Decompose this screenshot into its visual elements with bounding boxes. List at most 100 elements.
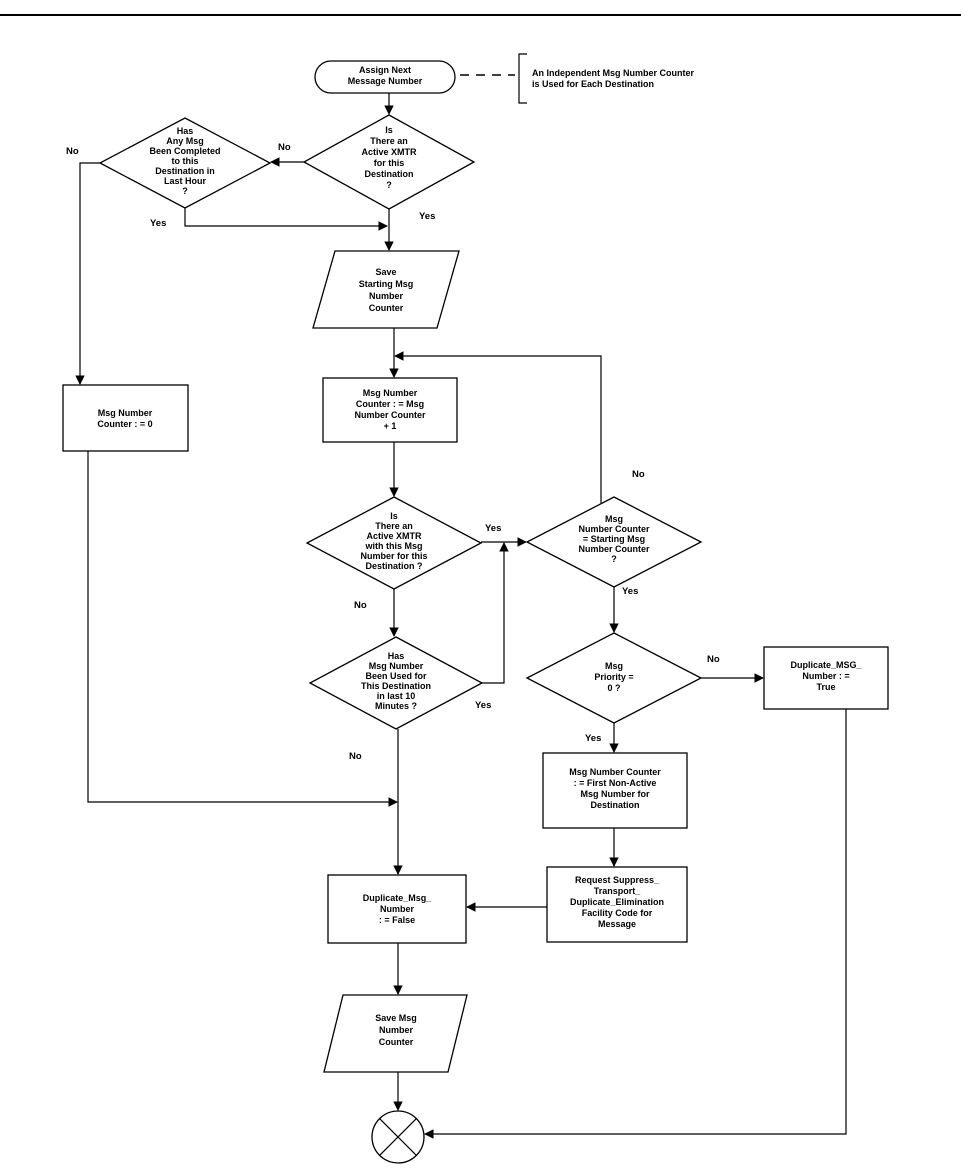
node-text-line: Msg Number: [98, 408, 153, 418]
node-text-line: There an: [375, 521, 413, 531]
node-text-line: Active XMTR: [361, 147, 417, 157]
node-text-line: for this: [374, 158, 405, 168]
label-no-loop-back: No: [632, 469, 645, 480]
page-top-rule: [0, 14, 961, 16]
node-text-line: + 1: [384, 421, 397, 431]
node-text-line: ?: [611, 554, 617, 564]
label-no-priority: No: [707, 654, 720, 665]
node-text-line: Been Completed: [149, 146, 220, 156]
node-text-line: to this: [172, 156, 199, 166]
node-text-line: Msg: [605, 514, 623, 524]
node-text-line: Been Used for: [365, 671, 427, 681]
node-text-line: Starting Msg: [359, 279, 414, 289]
start-terminator: [314, 60, 456, 94]
node-text-line: Destination in: [155, 166, 215, 176]
node-text-line: There an: [370, 136, 408, 146]
label-yes-used-recently: Yes: [475, 700, 491, 711]
node-text-line: Number Counter: [578, 524, 650, 534]
label-yes-equals-start: Yes: [622, 586, 638, 597]
node-text-line: Transport_: [594, 886, 642, 896]
node-text-line: Duplicate_MSG_: [790, 660, 862, 670]
node-text-line: This Destination: [361, 681, 431, 691]
node-text-line: Assign Next: [359, 65, 411, 75]
node-text-line: Number: [380, 904, 415, 914]
note-bracket: [518, 53, 527, 104]
node-text-line: Number for this: [360, 551, 427, 561]
node-text-line: Request Suppress_: [575, 875, 660, 885]
node-text-line: Facility Code for: [582, 908, 653, 918]
node-text-line: Counter: [379, 1037, 414, 1047]
node-text-line: Priority =: [594, 672, 633, 682]
node-text-line: Msg Number: [369, 661, 424, 671]
node-text-line: True: [816, 682, 835, 692]
node-text-line: : = False: [379, 915, 415, 925]
counter-increment-box: [322, 377, 458, 443]
flow-completed-yes: [184, 208, 388, 231]
label-no-completed: No: [66, 146, 79, 157]
node-text-line: Any Msg: [166, 136, 204, 146]
node-text-line: Msg Number: [363, 388, 418, 398]
flow-used-yes: [482, 542, 509, 684]
label-no-used-recently: No: [349, 751, 362, 762]
flow-loop-back-no: [394, 351, 602, 503]
node-text-line: Save Msg: [375, 1013, 417, 1023]
node-text-line: Number Counter: [354, 410, 426, 420]
node-text-line: Msg Number Counter: [569, 767, 661, 777]
flow-duptrue-to-end: [424, 709, 847, 1139]
node-text-line: An Independent Msg Number Counter: [532, 68, 694, 78]
node-text-line: ?: [386, 180, 392, 190]
save-msg-counter-io: [323, 994, 468, 1073]
dup-true-label: Duplicate_MSG_Number : =True: [790, 660, 862, 692]
label-yes-active: Yes: [419, 211, 435, 222]
node-text-line: = Starting Msg: [583, 534, 645, 544]
node-text-line: Has: [388, 651, 405, 661]
node-text-line: in last 10: [377, 691, 416, 701]
node-text-line: ?: [182, 186, 188, 196]
label-no-active-with-number: No: [354, 600, 367, 611]
label-yes-priority: Yes: [585, 733, 601, 744]
label-yes-completed: Yes: [150, 218, 166, 229]
node-text-line: Duplicate_Elimination: [570, 897, 664, 907]
flow-zero-merge: [87, 451, 398, 807]
decision-used-recently: [308, 636, 484, 730]
flow-completed-no: [75, 162, 100, 385]
node-text-line: Message Number: [348, 76, 423, 86]
label-yes-active-with-number: Yes: [485, 523, 501, 534]
save-starting-counter-io: [312, 250, 460, 329]
node-text-line: Is: [390, 511, 398, 521]
node-text-line: Active XMTR: [366, 531, 422, 541]
node-text-line: Minutes ?: [375, 701, 417, 711]
node-text-line: : = First Non-Active: [574, 778, 657, 788]
dup-false-label: Duplicate_Msg_Number: = False: [363, 893, 433, 925]
node-text-line: Number: [369, 291, 404, 301]
node-text-line: Destination: [364, 169, 413, 179]
duplicate-false-box: [327, 874, 467, 944]
request-suppress-box: [546, 866, 688, 943]
node-text-line: is Used for Each Destination: [532, 79, 654, 89]
node-text-line: Last Hour: [164, 176, 207, 186]
node-text-line: Message: [598, 919, 636, 929]
node-text-line: Number: [379, 1025, 414, 1035]
node-text-line: Duplicate_Msg_: [363, 893, 433, 903]
node-text-line: Save: [375, 267, 396, 277]
node-text-line: Counter : = Msg: [356, 399, 424, 409]
node-text-line: with this Msg: [365, 541, 423, 551]
node-text-line: Has: [177, 126, 194, 136]
node-text-line: Counter: [369, 303, 404, 313]
end-connector: [371, 1110, 425, 1164]
node-text-line: Destination ?: [365, 561, 422, 571]
duplicate-true-box: [763, 646, 889, 710]
